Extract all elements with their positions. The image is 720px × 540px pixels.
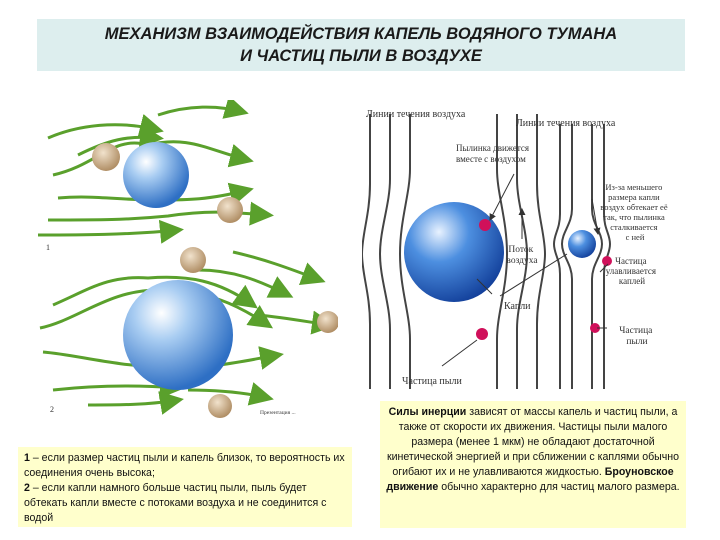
caption-right-term-2: Броуновское движение bbox=[386, 466, 674, 493]
flow-line bbox=[87, 391, 184, 415]
label-drops: Капли bbox=[504, 301, 531, 312]
caption-left-text-2: – если капли намного больше частиц пыли,… bbox=[24, 482, 327, 524]
large-drop-streamlines bbox=[362, 114, 547, 389]
caption-right-text-1: зависят от массы капель и частиц пыли, а… bbox=[386, 406, 680, 478]
dust-particle bbox=[92, 143, 120, 171]
right-streamline-diagram: Линии течения воздуха Линии течения возд… bbox=[362, 109, 669, 389]
small-water-drop bbox=[568, 230, 596, 258]
watermark: Презентация ... bbox=[260, 410, 296, 416]
dust-particle bbox=[180, 247, 206, 273]
figure-marker-1: 1 bbox=[46, 243, 50, 252]
label-particle-captured: Частица улавливается каплей bbox=[606, 256, 659, 286]
title-line-1: МЕХАНИЗМ ВЗАИМОДЕЙСТВИЯ КАПЕЛЬ ВОДЯНОГО … bbox=[104, 25, 618, 43]
large-water-drop bbox=[123, 280, 233, 390]
large-water-drop bbox=[404, 202, 504, 302]
label-air-lines-1: Линии течения воздуха bbox=[366, 109, 466, 120]
flow-line bbox=[197, 268, 294, 298]
slide-title: МЕХАНИЗМ ВЗАИМОДЕЙСТВИЯ КАПЕЛЬ ВОДЯНОГО … bbox=[37, 19, 685, 71]
dust-particle bbox=[476, 328, 488, 340]
caption-right-term-1: Силы инерции bbox=[388, 406, 467, 418]
label-dust-moves: Пылинка движется вместе с воздухом bbox=[456, 143, 531, 164]
caption-left: 1 – если размер частиц пыли и капель бли… bbox=[18, 447, 352, 527]
dust-particle bbox=[208, 394, 232, 418]
dust-particle bbox=[317, 311, 338, 333]
label-particle-right: Частица пыли bbox=[619, 326, 655, 347]
figure-marker-2: 2 bbox=[50, 405, 54, 414]
small-drop-streamlines bbox=[552, 124, 612, 389]
left-flow-diagram: 1 2 Презентация ... bbox=[38, 100, 338, 418]
flow-line bbox=[187, 382, 274, 406]
flow-line bbox=[232, 250, 326, 286]
label-air-flow: Поток воздуха bbox=[506, 245, 538, 266]
caption-right: Силы инерции зависят от массы капель и ч… bbox=[380, 401, 686, 528]
dust-particle bbox=[217, 197, 243, 223]
flow-line bbox=[38, 219, 184, 244]
dust-particle bbox=[479, 219, 491, 231]
caption-left-num-2: 2 bbox=[24, 482, 30, 494]
label-air-lines-2: Линии течения воздуха bbox=[516, 118, 616, 129]
dust-particle bbox=[590, 323, 600, 333]
label-particle-bottom: Частица пыли bbox=[402, 376, 462, 387]
flow-line bbox=[77, 124, 164, 157]
title-line-2: И ЧАСТИЦ ПЫЛИ В ВОЗДУХЕ bbox=[240, 47, 482, 65]
large-water-drop bbox=[123, 142, 189, 208]
caption-left-text-1: – если размер частиц пыли и капель близо… bbox=[24, 452, 345, 479]
flow-line bbox=[52, 275, 258, 309]
dust-particle bbox=[602, 256, 612, 266]
flow-line bbox=[157, 100, 249, 119]
label-small-drop: Из-за меньшего размера капли воздух обте… bbox=[600, 182, 669, 242]
magenta-dust-particles bbox=[476, 219, 612, 340]
caption-left-num-1: 1 bbox=[24, 452, 30, 464]
caption-right-text-2: обычно характерно для частиц малого разм… bbox=[438, 481, 680, 493]
